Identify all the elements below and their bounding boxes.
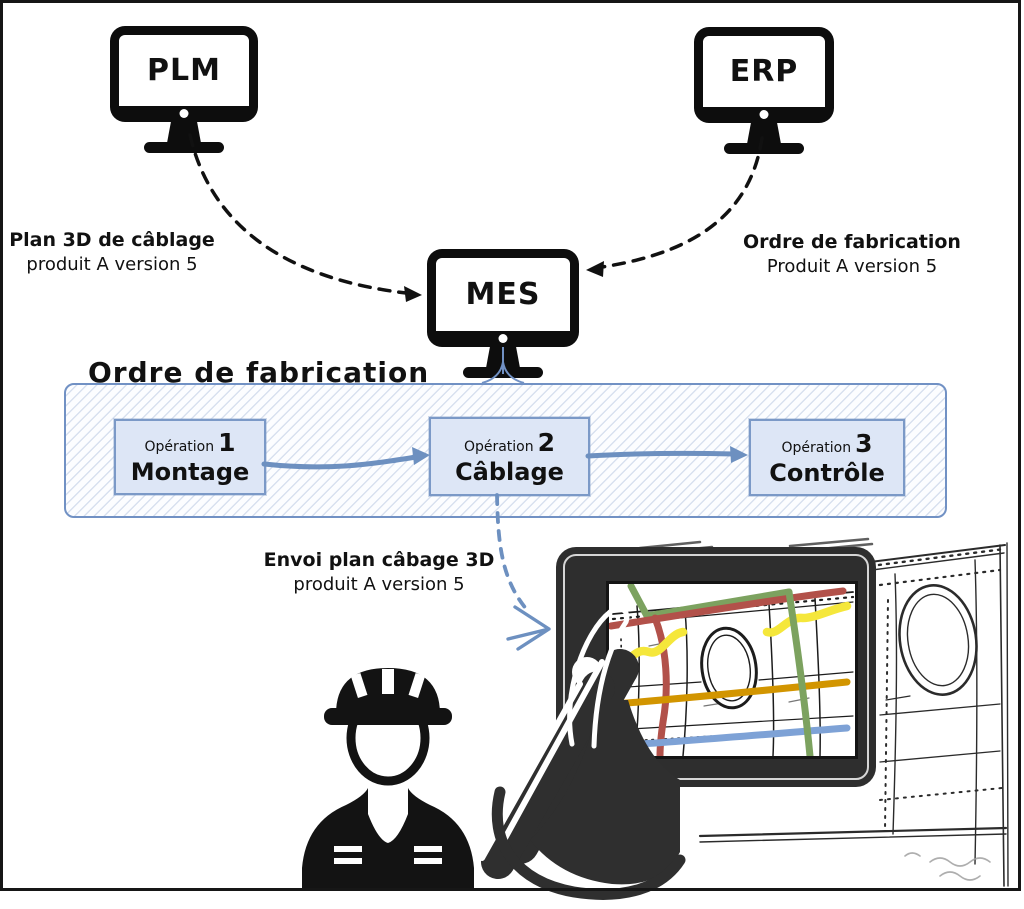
mes-camera-dot [498,334,508,343]
envoi-label-line2: produit A version 5 [293,573,465,595]
green-wire [627,584,793,620]
mes-monitor-icon: MES [427,249,579,378]
mes-screen: MES [427,249,579,347]
thumb-outline [567,606,630,749]
orange-wire [611,678,851,708]
fist-outline [491,786,686,900]
worker-torso [302,788,474,890]
operation-1-name: Montage [130,458,250,486]
plm-to-mes-label-line1: Plan 3D de câblage [9,229,215,251]
plm-label: PLM [147,53,221,88]
worker-head [324,668,452,786]
tablet-screen [606,581,858,759]
erp-camera-dot [759,110,769,119]
yellow-wire-right [762,601,852,637]
plm-to-mes-label: Plan 3D de câblage produit A version 5 [6,228,218,276]
operation-3-number: 3 [855,428,873,458]
worker-hardhat-icon [302,668,474,890]
envoi-label-line1: Envoi plan câbage 3D [263,549,495,571]
plm-monitor-icon: PLM [110,26,258,153]
mes-label: MES [465,277,541,312]
erp-to-mes-label: Ordre de fabrication Produit A version 5 [738,230,966,278]
plm-to-mes-label-line2: produit A version 5 [26,253,198,275]
erp-base [724,143,804,154]
tablet-bezel-outline [563,554,869,780]
operation-1-prefix: Opération [144,439,215,455]
operation-3-name: Contrôle [769,458,885,487]
erp-to-mes-label-line1: Ordre de fabrication [743,231,961,253]
operation-2-number: 2 [537,427,556,457]
operation-1-number: 1 [218,428,236,457]
work-order-title: Ordre de fabrication [88,356,430,389]
erp-label: ERP [729,54,799,89]
red-wire [609,587,847,630]
tablet-icon [556,547,876,787]
green-wire-vertical [785,588,814,756]
palm [530,700,680,885]
operation-2-name: Câblage [455,457,564,486]
operation-3-prefix: Opération [781,439,852,456]
plm-base [144,142,224,153]
operation-2-prefix: Opération [463,438,534,455]
erp-monitor-icon: ERP [694,27,834,154]
erp-to-mes-label-line2: Produit A version 5 [766,255,938,277]
plm-screen: PLM [110,26,258,122]
envoi-label: Envoi plan câbage 3D produit A version 5 [260,548,498,596]
plm-camera-dot [179,109,189,118]
